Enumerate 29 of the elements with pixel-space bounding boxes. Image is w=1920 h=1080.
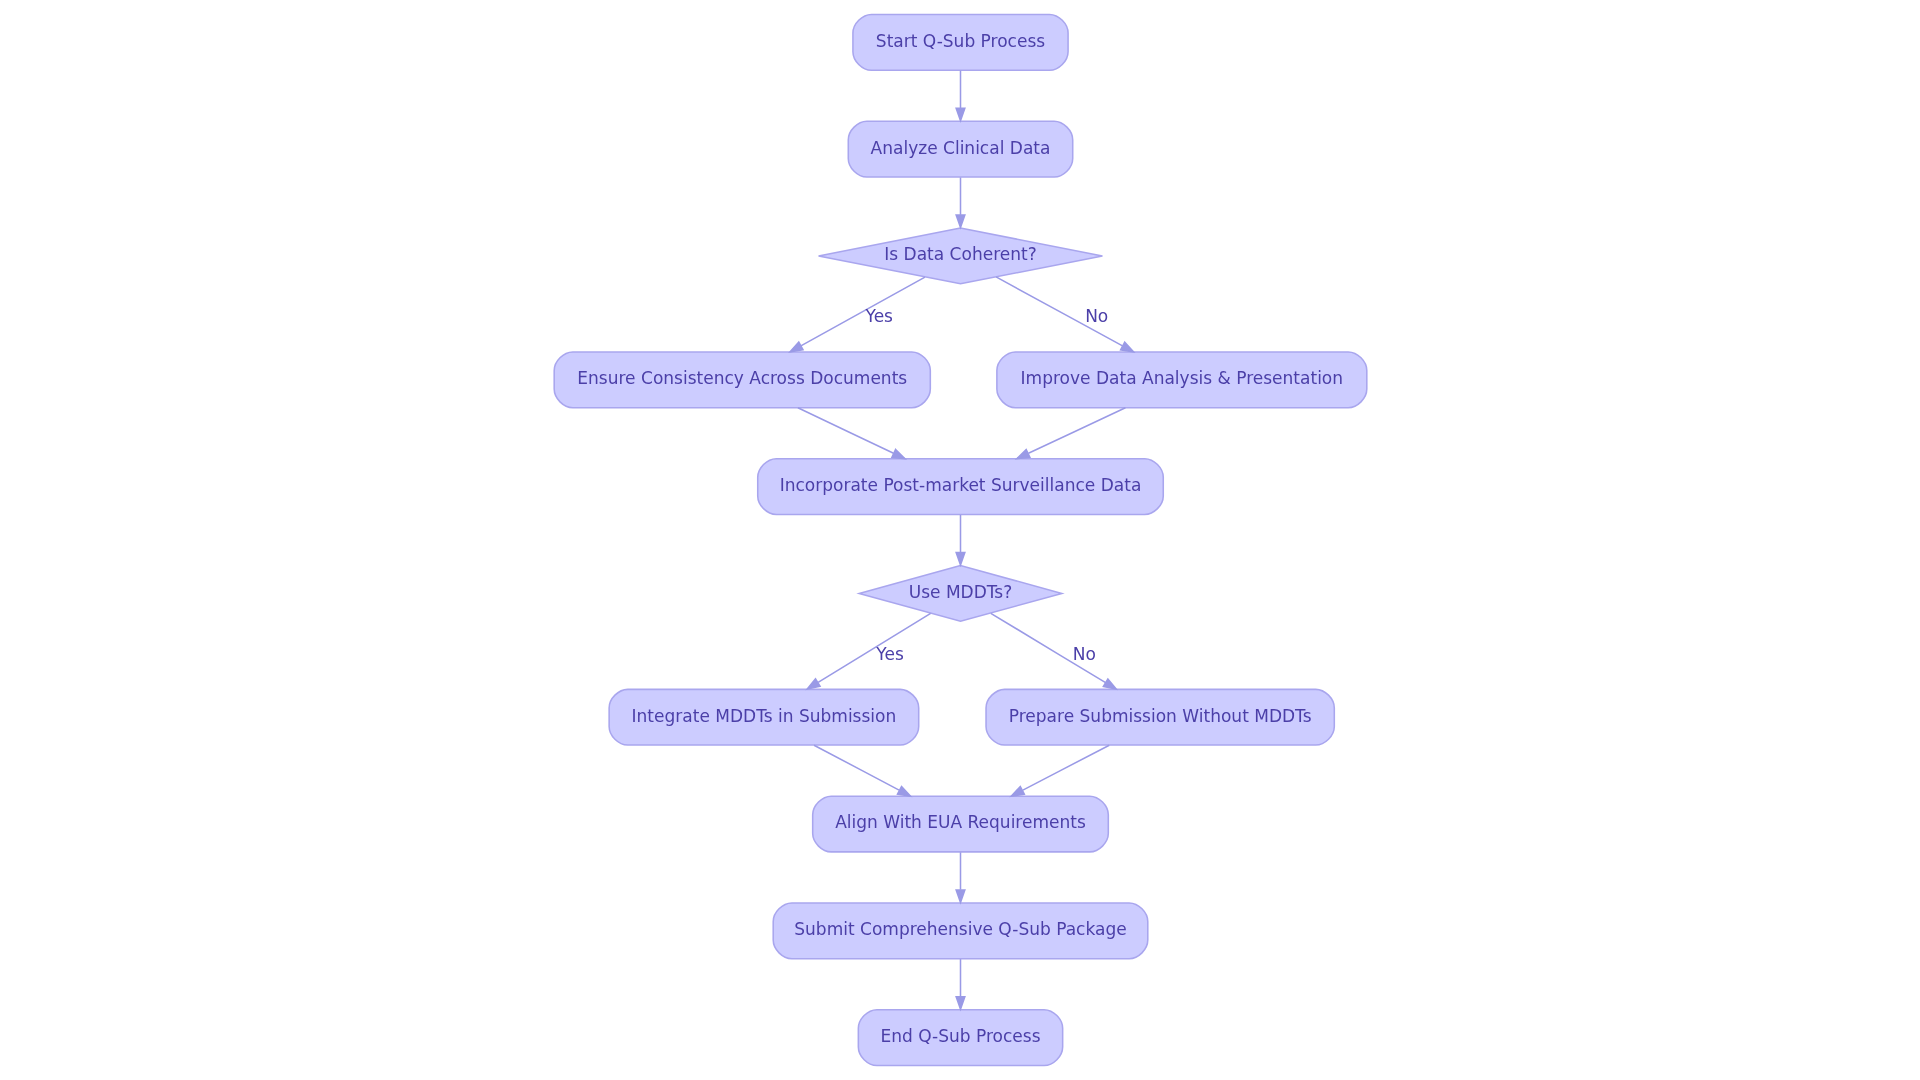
node-box: Incorporate Post-market Surveillance Data: [756, 457, 1164, 516]
arrow: [954, 514, 966, 568]
node-diamond: Use MDDTs?: [855, 564, 1065, 623]
node-box: Start Q-Sub Process: [851, 13, 1069, 71]
arrow: [1008, 744, 1110, 798]
arrow: [787, 276, 926, 353]
edge-label: No: [1084, 306, 1108, 327]
arrow: [804, 612, 931, 691]
arrow: [954, 69, 966, 123]
arrow: [954, 176, 966, 230]
node-box: Ensure Consistency Across Documents: [552, 351, 931, 409]
node-box: End Q-Sub Process: [857, 1009, 1063, 1067]
node-box: Prepare Submission Without MDDTs: [984, 688, 1335, 746]
edge-label: Yes: [865, 306, 893, 327]
node-diamond: Is Data Coherent?: [817, 227, 1103, 285]
arrow: [796, 407, 907, 460]
node-box: Improve Data Analysis & Presentation: [995, 351, 1368, 409]
arrow: [954, 958, 966, 1012]
arrow: [989, 612, 1118, 691]
edge-label: Yes: [875, 643, 904, 664]
node-box: Align With EUA Requirements: [811, 795, 1109, 853]
arrow: [994, 276, 1136, 354]
arrow: [1014, 407, 1126, 460]
node-box: Integrate MDDTs in Submission: [607, 688, 919, 746]
node-box: Analyze Clinical Data: [847, 120, 1073, 178]
node-box: Submit Comprehensive Q-Sub Package: [771, 902, 1149, 960]
arrow: [812, 744, 913, 798]
arrow: [954, 851, 966, 905]
edge-label: No: [1072, 643, 1096, 664]
